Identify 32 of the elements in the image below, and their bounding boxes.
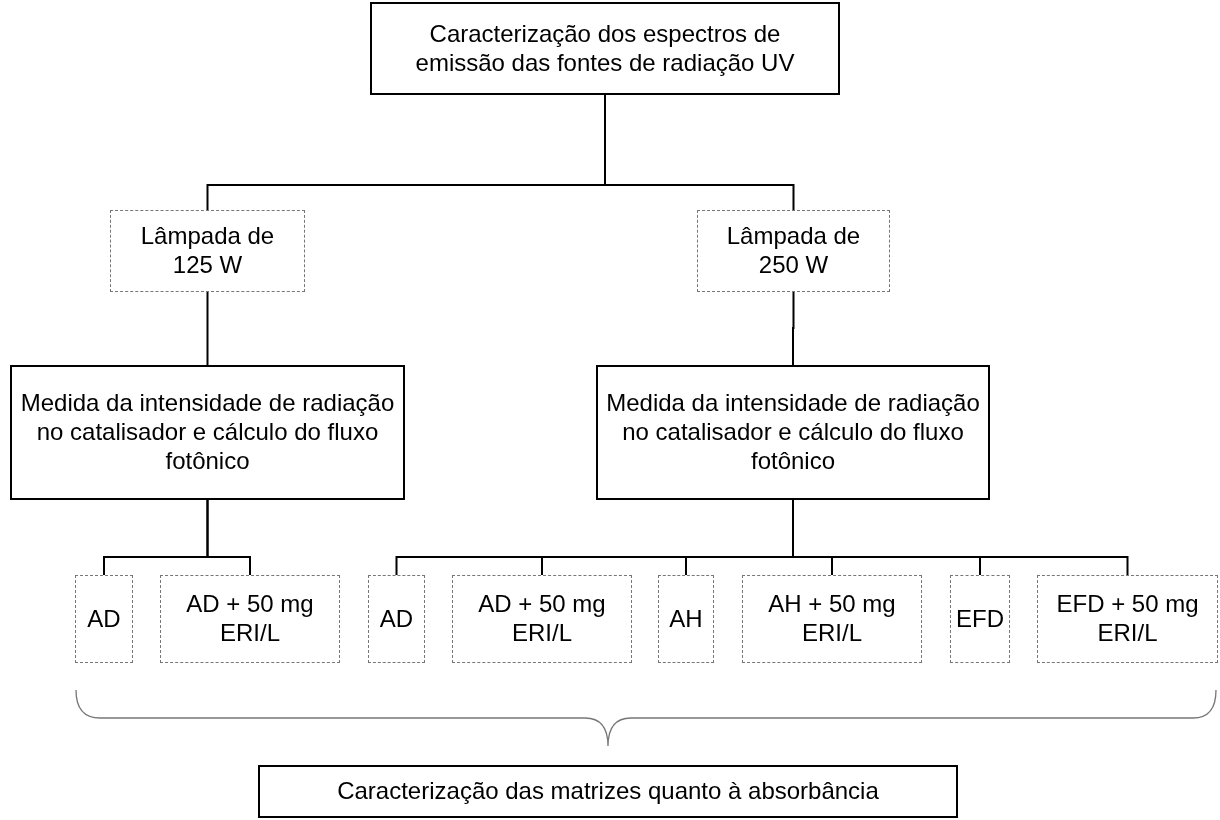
node-label: AD bbox=[379, 604, 414, 634]
node-label: AH bbox=[669, 604, 703, 634]
node-label: AH + 50 mg ERI/L bbox=[767, 590, 897, 648]
connector-line bbox=[206, 291, 209, 366]
sample-box bbox=[742, 575, 922, 663]
lamp-box bbox=[697, 210, 890, 292]
process-box bbox=[596, 365, 990, 500]
sample-box bbox=[368, 575, 425, 663]
node-label: AD + 50 mg ERI/L bbox=[477, 590, 607, 648]
connector-line bbox=[792, 291, 795, 366]
sample-box bbox=[452, 575, 632, 663]
node-label: Medida da intensidade de radiação no catalisador e cálculo do fluxo fotônico bbox=[19, 389, 396, 476]
sample-box bbox=[75, 575, 133, 663]
node-label: EFD bbox=[956, 604, 1004, 634]
sample-box bbox=[950, 575, 1010, 663]
sample-box bbox=[160, 575, 340, 663]
node-label: AD bbox=[87, 604, 121, 634]
sample-box bbox=[658, 575, 714, 663]
node-label: Caracterização dos espectros de emissão das fontes de radiação UV bbox=[414, 19, 796, 78]
node-label: Lâmpada de 125 W bbox=[139, 222, 276, 280]
sample-box bbox=[1037, 575, 1218, 663]
node-label: EFD + 50 mg ERI/L bbox=[1055, 590, 1200, 648]
node-label: Caracterização das matrizes quanto à absorbância bbox=[337, 777, 879, 806]
node-label: AD + 50 mg ERI/L bbox=[185, 590, 315, 648]
node-label: Lâmpada de 250 W bbox=[725, 222, 862, 280]
connector-line bbox=[206, 499, 251, 576]
lamp-box bbox=[110, 210, 305, 292]
connector-line bbox=[604, 94, 795, 211]
title-box bbox=[370, 2, 840, 95]
result-box bbox=[258, 765, 958, 818]
process-box bbox=[10, 365, 405, 500]
node-label: Medida da intensidade de radiação no catalisador e cálculo do fluxo fotônico bbox=[605, 389, 981, 476]
